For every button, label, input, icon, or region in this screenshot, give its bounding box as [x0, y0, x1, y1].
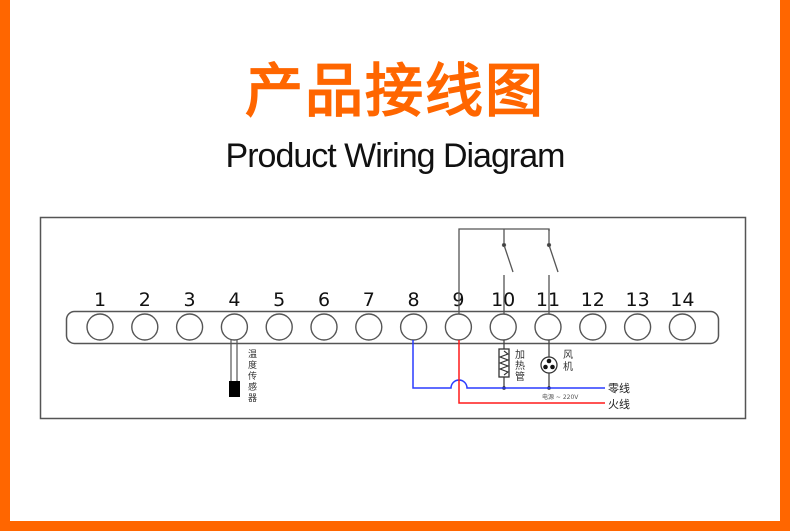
terminal-11 — [534, 313, 562, 341]
terminal-number: 6 — [318, 289, 330, 311]
terminal-5 — [265, 313, 293, 341]
terminal-number: 12 — [581, 289, 605, 311]
terminal-number: 4 — [228, 289, 240, 311]
neutral-wire — [412, 340, 605, 389]
heater: 加热管 — [498, 340, 525, 390]
terminal-3 — [175, 313, 204, 341]
terminal-9 — [444, 313, 473, 341]
heater-coil — [498, 350, 510, 376]
label-char: 度 — [248, 359, 257, 371]
power-note: 电源 ~ 220V — [542, 393, 579, 401]
terminal-number: 5 — [273, 289, 285, 311]
frame-left-border — [0, 0, 10, 531]
frame-bottom-border — [0, 521, 790, 531]
diagram-outer-box — [39, 216, 747, 420]
fan-blade-2 — [543, 364, 548, 370]
label-char: 传 — [248, 370, 257, 382]
title-english: Product Wiring Diagram — [225, 137, 566, 175]
label-char: 加 — [515, 349, 525, 361]
fan-blade-3 — [550, 364, 555, 370]
terminal-number: 13 — [626, 289, 650, 311]
label-char: 温 — [248, 349, 257, 360]
terminal-7 — [355, 313, 383, 341]
terminal-10 — [489, 313, 517, 341]
terminal-4 — [220, 313, 249, 341]
terminal-strip — [65, 310, 720, 345]
relay-2-switch — [548, 244, 559, 273]
fan-label: 风机 — [563, 349, 573, 373]
relay-1-switch — [503, 244, 514, 273]
live-wire — [458, 340, 605, 404]
neutral-wire-label: 零线 — [608, 381, 630, 395]
terminal-number: 10 — [491, 289, 515, 311]
heater-label: 加热管 — [515, 349, 525, 383]
title-chinese: 产品接线图 — [244, 57, 545, 125]
relay-wiring — [458, 228, 559, 314]
sensor-probe-icon — [229, 381, 240, 397]
label-char: 热 — [515, 359, 525, 372]
live-wire-label: 火线 — [608, 397, 630, 411]
terminal-number: 7 — [363, 289, 375, 311]
label-char: 管 — [515, 370, 525, 383]
terminal-number: 8 — [408, 289, 420, 311]
terminal-2 — [131, 313, 159, 341]
relay-2-pivot — [546, 242, 552, 248]
label-char: 器 — [248, 393, 257, 404]
terminal-number: 1 — [94, 289, 106, 311]
terminal-number: 2 — [139, 289, 151, 311]
terminal-13 — [623, 313, 652, 341]
fan: 风机 — [540, 340, 573, 390]
terminal-1 — [86, 313, 114, 341]
fan-blade-1 — [546, 358, 552, 364]
terminal-8 — [399, 313, 428, 341]
label-char: 风 — [563, 349, 573, 361]
relay-1-pivot — [501, 242, 507, 248]
terminal-number: 3 — [184, 289, 196, 311]
frame-right-border — [780, 0, 790, 531]
label-char: 机 — [563, 360, 573, 373]
terminal-14 — [668, 313, 697, 341]
terminal-12 — [579, 313, 607, 341]
terminal-number: 14 — [670, 289, 694, 311]
terminal-number: 11 — [536, 289, 560, 311]
terminal-6 — [310, 313, 338, 341]
label-char: 感 — [248, 381, 257, 393]
